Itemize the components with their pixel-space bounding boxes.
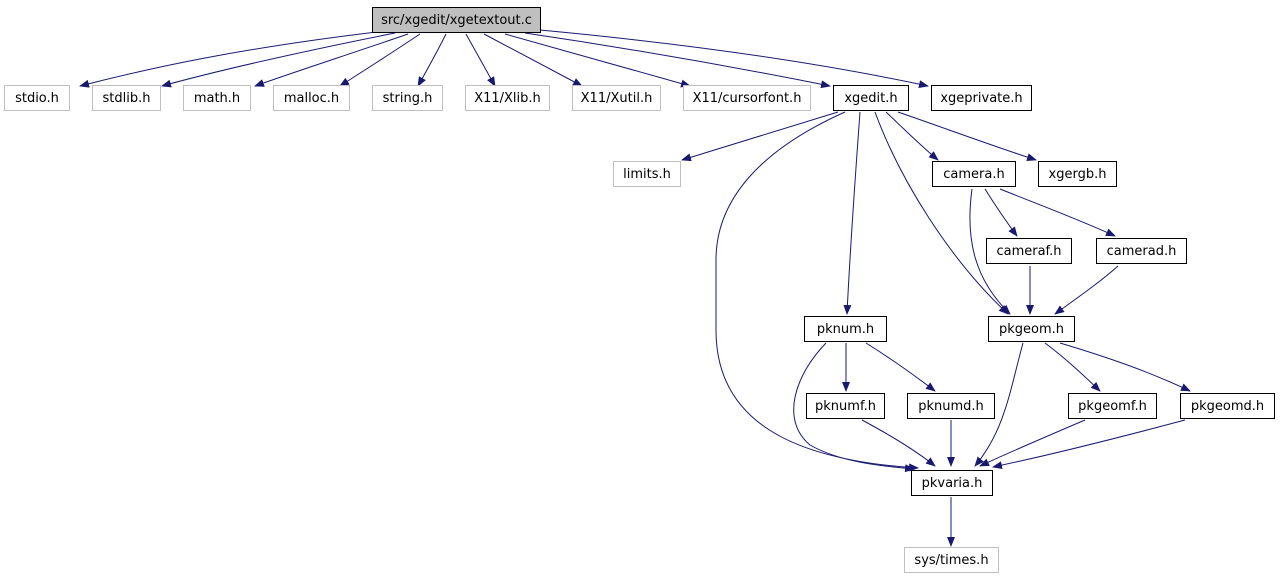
edge-pkgeom-pkgeomf	[1044, 342, 1101, 392]
edge-root-xutil	[483, 33, 583, 87]
edge-root-string	[417, 33, 447, 87]
edge-xgedit-xgergb	[897, 111, 1037, 162]
node-cursorfont: X11/cursorfont.h	[683, 85, 811, 111]
node-xgeprivate[interactable]: xgeprivate.h	[931, 85, 1032, 111]
edge-root-cursorfont	[504, 33, 691, 88]
edge-camerad-pkgeom	[1054, 265, 1119, 315]
edge-root-xgeprivate	[539, 29, 929, 89]
edge-pknumf-pkvaria	[861, 419, 936, 467]
edge-pkgeomd-pkvaria	[992, 419, 1186, 470]
edge-camera-cameraf	[984, 188, 1018, 237]
node-pknum[interactable]: pknum.h	[804, 316, 887, 342]
edge-root-stdlib	[161, 32, 396, 88]
edge-xgedit-pkvaria	[715, 111, 919, 472]
node-xgedit[interactable]: xgedit.h	[833, 85, 909, 111]
edge-pkgeom-pkvaria	[974, 342, 1024, 467]
edge-pknum-pkvaria	[793, 342, 915, 473]
edge-xgedit-camera	[885, 111, 939, 161]
node-math: math.h	[183, 85, 251, 111]
edge-xgedit-pknum	[843, 111, 861, 315]
node-stdio: stdio.h	[4, 85, 70, 111]
node-pknumd[interactable]: pknumd.h	[907, 393, 995, 419]
edge-root-xlib	[465, 33, 496, 87]
node-xutil: X11/Xutil.h	[572, 85, 661, 111]
node-malloc: malloc.h	[273, 85, 350, 111]
node-pkvaria[interactable]: pkvaria.h	[911, 470, 993, 496]
edge-root-xgedit	[524, 32, 831, 89]
node-pkgeom[interactable]: pkgeom.h	[988, 316, 1075, 342]
edge-pkgeomf-pkvaria	[979, 419, 1086, 467]
node-root[interactable]: src/xgedit/xgetextout.c	[372, 7, 541, 33]
node-stdlib: stdlib.h	[92, 85, 161, 111]
node-pknumf[interactable]: pknumf.h	[806, 393, 885, 419]
node-camera[interactable]: camera.h	[932, 161, 1016, 187]
edge-pknum-pknumd	[865, 342, 936, 392]
edge-xgedit-limits	[681, 111, 839, 162]
edge-pkgeom-pkgeomd	[1059, 342, 1191, 392]
edge-root-malloc	[339, 33, 421, 87]
edge-root-math	[254, 33, 409, 87]
node-systimes: sys/times.h	[904, 547, 999, 573]
node-xgergb[interactable]: xgergb.h	[1038, 161, 1117, 187]
edge-root-stdio	[79, 30, 386, 88]
node-limits: limits.h	[613, 161, 681, 187]
node-string: string.h	[372, 85, 443, 111]
node-pkgeomf[interactable]: pkgeomf.h	[1068, 393, 1157, 419]
node-pkgeomd[interactable]: pkgeomd.h	[1180, 393, 1275, 419]
edge-camera-pkgeom	[969, 188, 1011, 315]
node-camerad[interactable]: camerad.h	[1096, 238, 1187, 264]
edge-xgedit-pkgeom	[874, 111, 1009, 315]
node-xlib: X11/Xlib.h	[465, 85, 550, 111]
edge-camera-camerad	[999, 188, 1116, 237]
node-cameraf[interactable]: cameraf.h	[986, 238, 1072, 264]
